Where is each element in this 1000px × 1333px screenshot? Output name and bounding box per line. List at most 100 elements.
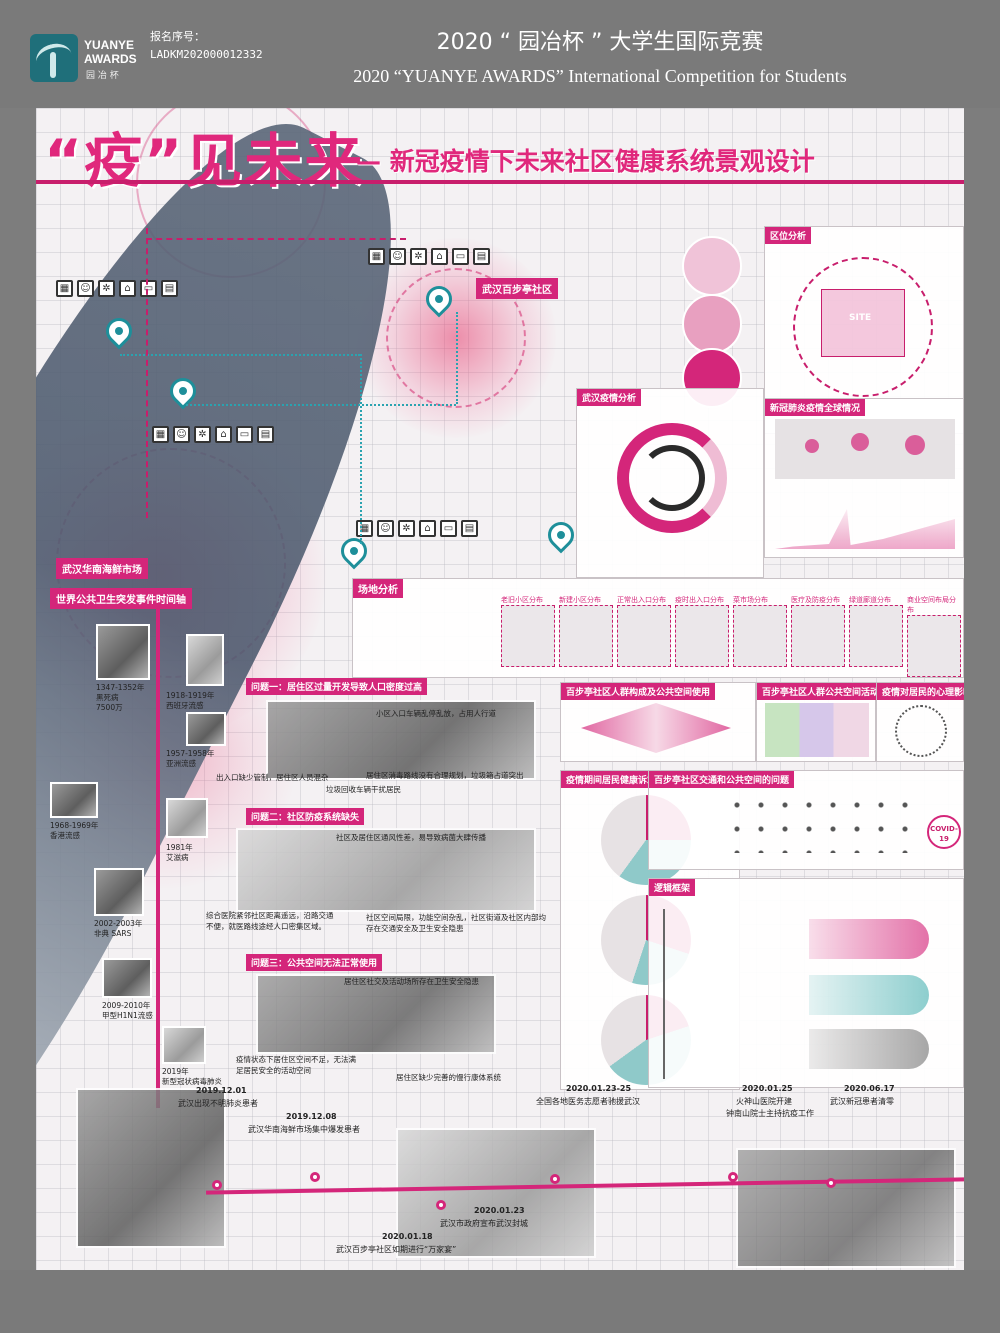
tag-baibuting: 武汉百步亭社区 xyxy=(476,278,558,299)
ring-baibuting xyxy=(386,268,526,408)
site-map-card: 商业空间布局分布 xyxy=(907,595,961,677)
logo-text-cn: 园 冶 杯 xyxy=(86,71,119,81)
yuanye-logo: YUANYE AWARDS 园 冶 杯 xyxy=(30,34,140,82)
timeline-text: 全国各地医务志愿者驰援武汉 xyxy=(536,1097,640,1106)
problem-1-collage xyxy=(266,700,536,780)
activity-grid xyxy=(765,703,869,757)
bus-icon: ▭ xyxy=(440,520,457,537)
crowd-panel: 百步亭社区人群构成及公共空间使用 xyxy=(560,682,756,762)
timeline-date: 2019.12.08 xyxy=(286,1112,337,1121)
timeline-node xyxy=(550,1174,560,1184)
site-label: SITE xyxy=(849,313,872,323)
connector-line xyxy=(186,404,456,406)
history-label: 香港流感 xyxy=(50,831,80,840)
hospital-construction-photo xyxy=(736,1148,956,1268)
site-map-thumb xyxy=(791,605,845,667)
shop-icon: ⌂ xyxy=(215,426,232,443)
history-photo xyxy=(94,868,144,916)
hankou-station-photo xyxy=(396,1128,596,1258)
site-map-thumb xyxy=(617,605,671,667)
site-map-card: 老旧小区分布 xyxy=(501,595,555,677)
timeline-node xyxy=(212,1180,222,1190)
timeline-node xyxy=(310,1172,320,1182)
title-underline xyxy=(36,180,964,184)
epidemic-analysis-panel: 武汉疫情分析 xyxy=(576,388,764,578)
site-map-label: 疫时出入口分布 xyxy=(675,596,724,604)
connector-line xyxy=(120,354,360,356)
bus-icon: ▭ xyxy=(140,280,157,297)
virus-icon: ✲ xyxy=(398,520,415,537)
building-icon: ▦ xyxy=(56,280,73,297)
site-map-label: 新建小区分布 xyxy=(559,596,601,604)
case-trend-area xyxy=(775,509,955,549)
logic-flow-grey xyxy=(809,1029,929,1069)
site-map-label: 老旧小区分布 xyxy=(501,596,543,604)
dashed-guide xyxy=(146,228,148,518)
people-icon: ☺ xyxy=(389,248,406,265)
history-label: 1918-1919年 xyxy=(166,691,215,700)
psych-panel: 疫情对居民的心理影响 xyxy=(876,682,964,762)
history-label: 甲型H1N1流感 xyxy=(102,1011,153,1020)
timeline-date: 2020.01.25 xyxy=(742,1084,793,1093)
problem-note: 综合医院紧邻社区距离遥远，沿路交通不便，就医路线途经人口密集区域。 xyxy=(206,911,334,931)
section-title-site: 场地分析 xyxy=(353,579,403,598)
shop-icon: ⌂ xyxy=(431,248,448,265)
history-label: 2009-2010年 xyxy=(102,1001,151,1010)
timeline-node xyxy=(826,1178,836,1188)
train-icon: ▤ xyxy=(461,520,478,537)
site-map-thumb xyxy=(559,605,613,667)
site-map-thumb xyxy=(907,615,961,677)
history-label: 2002-2003年 xyxy=(94,919,143,928)
china-map-circle xyxy=(682,236,742,296)
history-photo xyxy=(96,624,150,680)
poster-subtitle: — 新冠疫情下未来社区健康系统景观设计 xyxy=(356,147,815,176)
site-map-label: 菜市场分布 xyxy=(733,596,768,604)
hotspot xyxy=(805,439,819,453)
global-situation-panel: 新冠肺炎疫情全球情况 xyxy=(764,398,964,558)
history-label: 亚洲流感 xyxy=(166,759,196,768)
site-map-label: 绿道廊道分布 xyxy=(849,596,891,604)
facility-icon-row: ▦ ☺ ✲ ⌂ ▭ ▤ xyxy=(356,520,478,537)
train-icon: ▤ xyxy=(473,248,490,265)
section-title-transport: 百步亭社区交通和公共空间的问题 xyxy=(649,771,795,788)
site-map-thumb xyxy=(501,605,555,667)
section-title-activity: 百步亭社区人群公共空间活动 xyxy=(757,683,885,700)
history-photo xyxy=(166,798,208,838)
site-map-card: 疫时出入口分布 xyxy=(675,595,729,677)
site-map-label: 正常出入口分布 xyxy=(617,596,666,604)
logo-mark-icon xyxy=(30,34,78,82)
timeline-text: 钟南山院士主持抗疫工作 xyxy=(726,1109,814,1118)
virus-icon: ✲ xyxy=(194,426,211,443)
site-ring xyxy=(793,257,933,397)
timeline-node xyxy=(436,1200,446,1210)
history-label: 1347-1352年 xyxy=(96,683,145,692)
history-label: 1981年 xyxy=(166,843,193,852)
registration-label: 报名序号： xyxy=(150,30,205,43)
section-title-epidemic: 武汉疫情分析 xyxy=(577,389,642,406)
connector-line xyxy=(360,354,362,544)
transport-icons xyxy=(725,793,925,853)
building-icon: ▦ xyxy=(356,520,373,537)
timeline-text: 武汉新冠患者清零 xyxy=(830,1097,894,1106)
yellow-crane-tower-photo xyxy=(76,1088,226,1248)
problem-note: 疫情状态下居住区空间不足，无法满足居民安全的活动空间 xyxy=(236,1055,356,1075)
train-icon: ▤ xyxy=(161,280,178,297)
hotspot xyxy=(905,435,925,455)
people-icon: ☺ xyxy=(173,426,190,443)
timeline-date: 2019.12.01 xyxy=(196,1086,247,1095)
logo-text-line1: YUANYE xyxy=(84,38,135,52)
history-photo xyxy=(186,712,226,746)
logic-panel: 逻辑框架 xyxy=(648,878,964,1088)
transport-panel: 百步亭社区交通和公共空间的问题 COVID-19 xyxy=(648,770,964,870)
section-title-global: 新冠肺炎疫情全球情况 xyxy=(765,399,866,416)
history-label: 非典 SARS xyxy=(94,929,132,938)
timeline-text: 火神山医院开建 xyxy=(736,1097,792,1106)
virus-icon: ✲ xyxy=(410,248,427,265)
shop-icon: ⌂ xyxy=(419,520,436,537)
header-bar: YUANYE AWARDS 园 冶 杯 报名序号： LADKM202000012… xyxy=(0,0,1000,108)
problem-note: 垃圾回收车辆干扰居民 xyxy=(326,785,401,794)
problem-note: 居住区社交及活动场所存在卫生安全隐患 xyxy=(344,977,479,986)
history-photo xyxy=(50,782,98,818)
hubei-map-circle xyxy=(682,294,742,354)
covid-badge: COVID-19 xyxy=(927,815,961,849)
